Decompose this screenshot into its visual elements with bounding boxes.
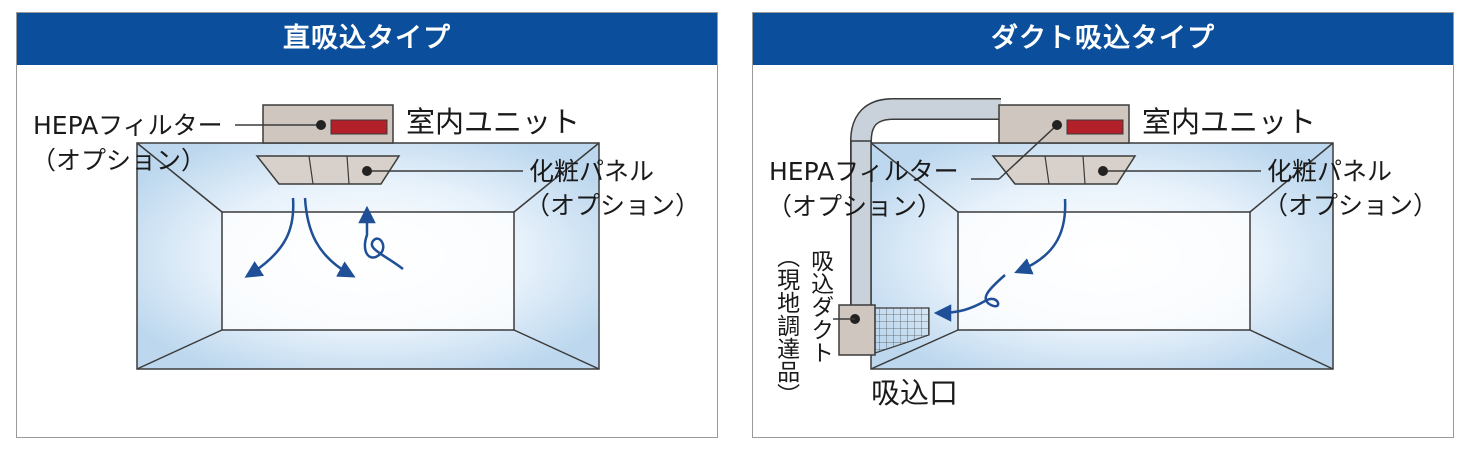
panel-option-label: （オプション） xyxy=(1263,191,1439,220)
hepa-filter-element xyxy=(330,119,388,135)
hepa-filter-label: HEPAフィルター xyxy=(33,111,223,140)
indoor-unit-label: 室内ユニット xyxy=(1142,105,1317,139)
direct-intake-title: 直吸込タイプ xyxy=(17,13,717,65)
airflow-arrow xyxy=(1014,198,1067,275)
hepa-option-label: （オプション） xyxy=(31,146,207,175)
intake-arrow xyxy=(358,205,404,270)
decorative-panel xyxy=(991,155,1137,185)
intake-grille xyxy=(874,307,930,354)
intake-duct-label: 吸込ダクト xyxy=(806,249,833,364)
hepa-filter-element xyxy=(1066,119,1124,135)
decorative-panel xyxy=(255,155,401,185)
panel-label: 化粧パネル xyxy=(529,157,655,186)
airflow-arrow-left xyxy=(244,197,295,278)
duct-intake-diagram xyxy=(833,98,1334,370)
panel-label: 化粧パネル xyxy=(1267,157,1393,186)
intake-arrow xyxy=(933,274,1006,322)
airflow-arrow-right xyxy=(303,197,356,278)
duct-note-label: （現地調達品） xyxy=(772,245,799,406)
panel-option-label: （オプション） xyxy=(525,191,701,220)
room-back-wall xyxy=(957,211,1251,331)
intake-port-label: 吸込口 xyxy=(871,376,959,410)
duct-intake-title: ダクト吸込タイプ xyxy=(753,13,1453,65)
indoor-unit-label: 室内ユニット xyxy=(406,105,581,139)
intake-port-box xyxy=(838,304,876,356)
direct-intake-panel: 直吸込タイプ xyxy=(16,12,718,438)
hepa-option-label: （オプション） xyxy=(767,192,943,221)
duct-intake-panel: ダクト吸込タイプ xyxy=(752,12,1454,438)
hepa-filter-label: HEPAフィルター xyxy=(769,157,959,186)
direct-intake-diagram xyxy=(136,104,600,370)
